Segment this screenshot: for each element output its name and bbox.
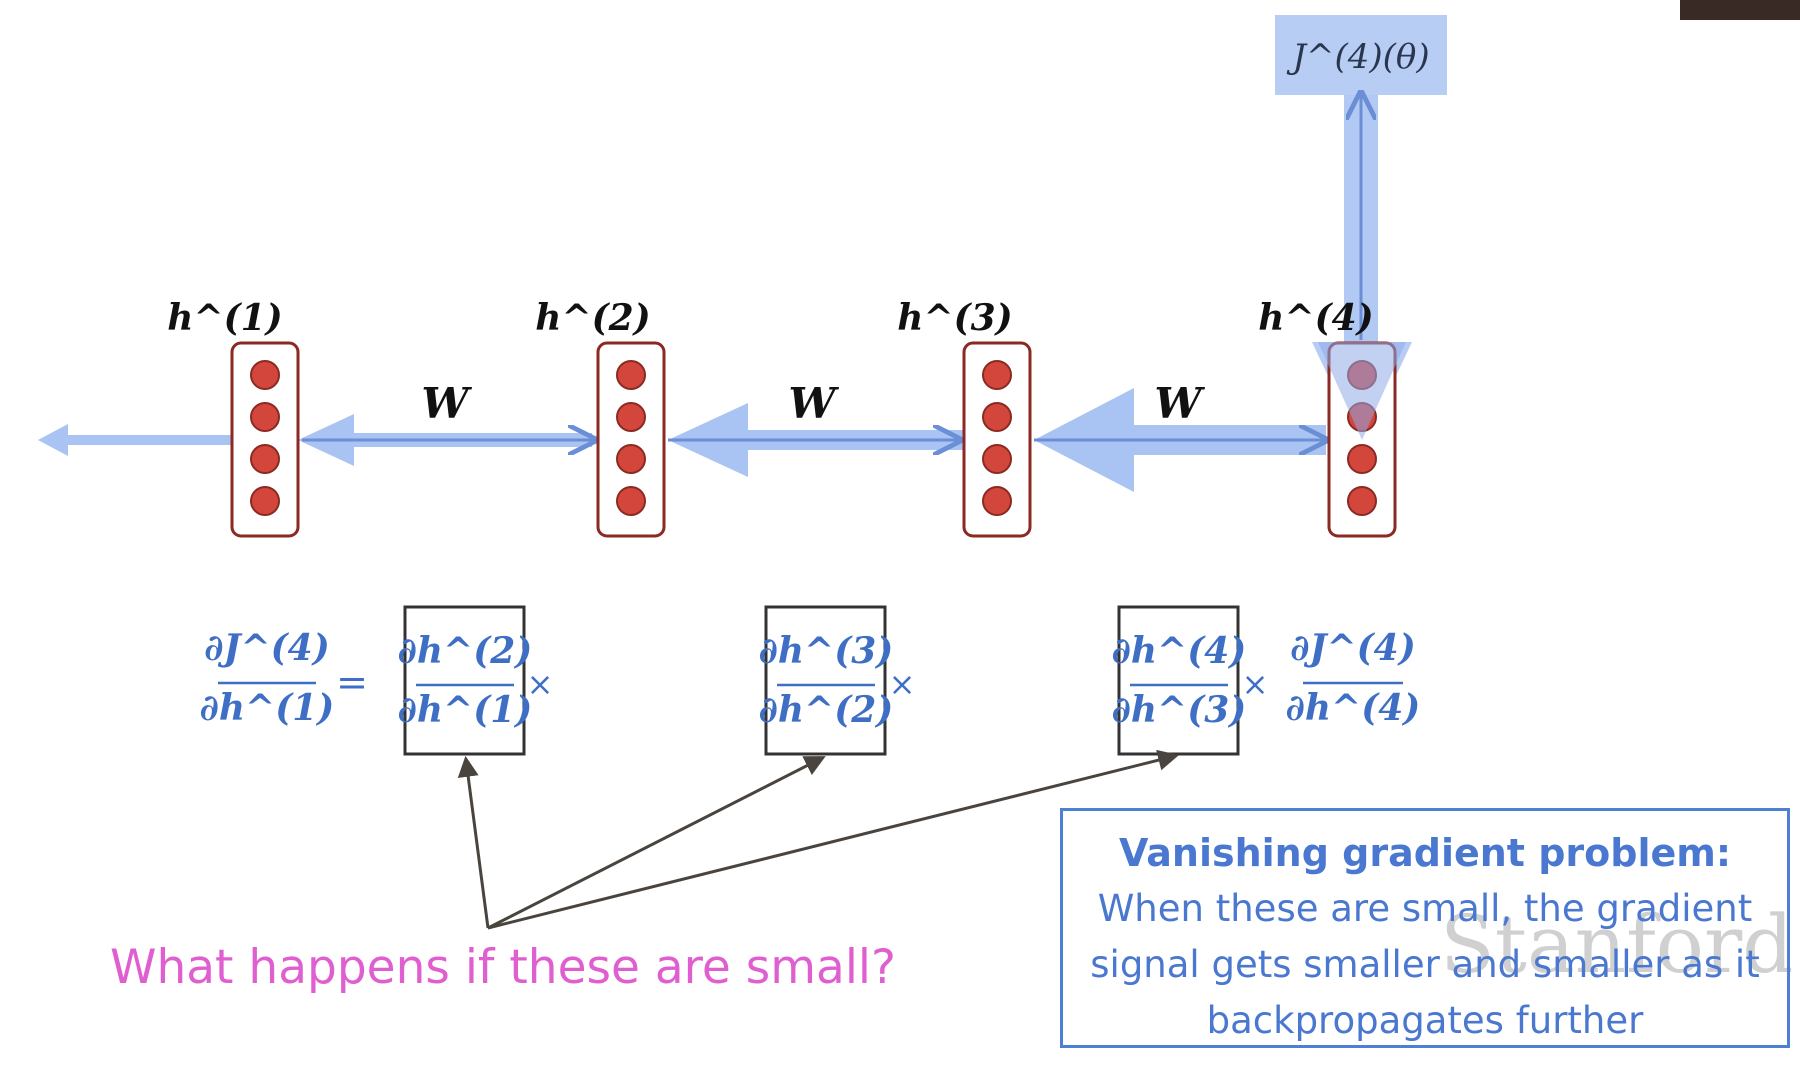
- callout-title: Vanishing gradient problem:: [1118, 831, 1732, 875]
- loss-label: J^(4)(θ): [1286, 37, 1429, 77]
- factor-3-denominator: ∂h^(3): [1112, 689, 1247, 731]
- hidden-label-3: h^(3): [897, 297, 1012, 339]
- weight-label-2: W: [788, 379, 839, 428]
- callout-line-1: When these are small, the gradient: [1097, 887, 1753, 930]
- hidden-node-4: [1318, 341, 1406, 538]
- last-numerator: ∂J^(4): [1290, 627, 1416, 669]
- hidden-node-3: [962, 341, 1032, 538]
- factor-1-numerator: ∂h^(2): [398, 630, 533, 672]
- callout-line-2: signal gets smaller and smaller as it: [1090, 943, 1760, 986]
- hidden-label-2: h^(2): [535, 297, 650, 339]
- question-text: What happens if these are small?: [110, 940, 896, 995]
- weight-label-3: W: [1154, 379, 1205, 428]
- times-1: ×: [527, 665, 554, 703]
- annotation-arrows: [457, 749, 1180, 930]
- hidden-label-1: h^(1): [167, 297, 282, 339]
- times-2: ×: [889, 665, 916, 703]
- weight-label-1: W: [421, 379, 472, 428]
- factor-2-denominator: ∂h^(2): [759, 689, 894, 731]
- factor-box-1: [403, 605, 526, 756]
- times-3: ×: [1242, 665, 1269, 703]
- factor-3-numerator: ∂h^(4): [1112, 630, 1247, 672]
- equals-sign: =: [336, 660, 368, 704]
- hidden-label-4: h^(4): [1258, 297, 1373, 339]
- factor-box-2: [764, 605, 887, 756]
- chain-rule-equation: ∂J^(4) ∂h^(1) = ∂h^(2) ∂h^(1) × ∂h^(3) ∂…: [200, 605, 1421, 756]
- hidden-node-1: [230, 341, 300, 538]
- vanishing-gradient-callout: Vanishing gradient problem: When these a…: [1060, 808, 1790, 1048]
- webcam-thumbnail: [1680, 0, 1800, 20]
- factor-2-numerator: ∂h^(3): [759, 630, 894, 672]
- hidden-node-2: [596, 341, 666, 538]
- stanford-watermark: Stanford: [1440, 898, 1794, 991]
- factor-1-denominator: ∂h^(1): [398, 689, 533, 731]
- lhs-numerator: ∂J^(4): [204, 627, 330, 669]
- last-denominator: ∂h^(4): [1286, 687, 1421, 729]
- callout-line-3: backpropagates further: [1206, 999, 1644, 1042]
- loss-node: J^(4)(θ): [1275, 15, 1447, 95]
- lhs-denominator: ∂h^(1): [200, 687, 335, 729]
